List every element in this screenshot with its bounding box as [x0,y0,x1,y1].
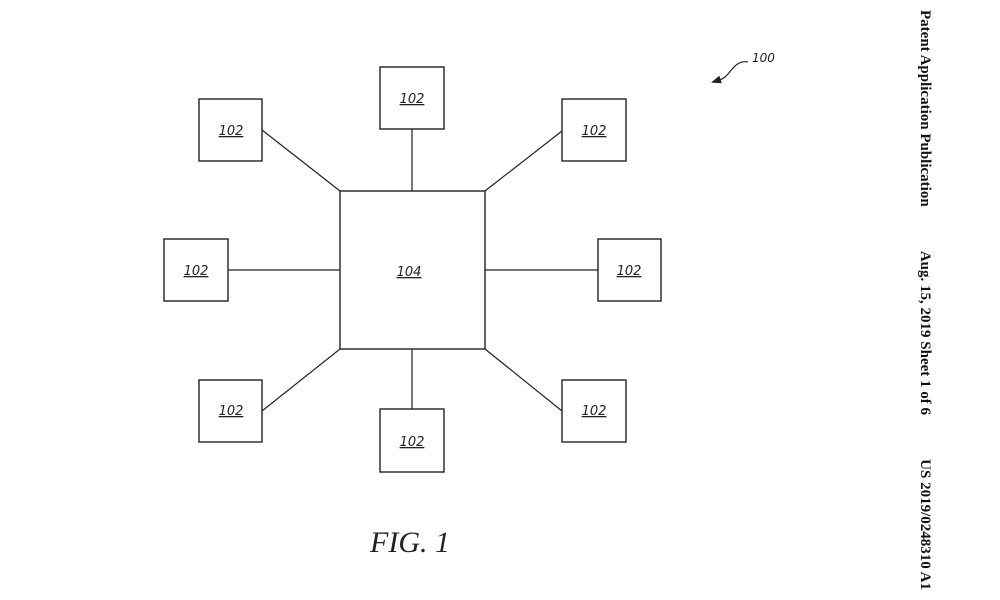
node-label: 102 [219,124,244,139]
figure-caption: FIG. 1 [370,526,450,559]
node-bottom-right: 102 [561,379,627,443]
link-top-right [484,130,563,192]
node-top: 102 [379,66,445,130]
link-bottom-left [261,348,341,412]
hub-box [339,190,486,350]
node-label: 102 [400,435,425,450]
hub-label: 104 [397,265,422,280]
node-label: 102 [184,264,209,279]
node-label: 102 [617,264,642,279]
node-top-left: 102 [198,98,263,162]
link-top-left [261,129,341,192]
node-label: 102 [400,92,425,107]
link-bottom-right [484,348,563,412]
node-label: 102 [219,404,244,419]
publication-type: Patent Application Publication [917,10,934,207]
node-label: 102 [582,124,607,139]
node-right: 102 [597,238,662,302]
date-sheet: Aug. 15, 2019 Sheet 1 of 6 [917,250,934,415]
node-top-right: 102 [561,98,627,162]
node-bottom: 102 [379,408,445,473]
patent-header: Patent Application Publication Aug. 15, … [905,10,945,590]
node-bottom-left: 102 [198,379,263,443]
node-left: 102 [163,238,229,302]
publication-number: US 2019/0248310 A1 [917,459,934,590]
node-label: 102 [582,404,607,419]
reference-label: 100 [752,51,775,65]
reference-arrow [711,61,749,84]
